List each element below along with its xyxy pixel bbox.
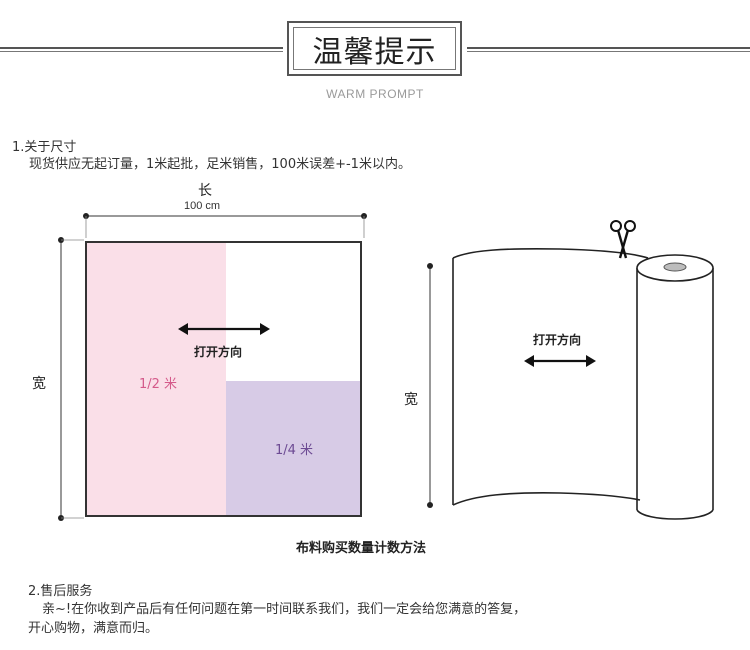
page-subtitle: WARM PROMPT xyxy=(326,87,424,101)
double-arrow-icon xyxy=(524,355,596,367)
fabric-square: 1/2 米 1/4 米 xyxy=(85,241,362,517)
open-direction-label-right: 打开方向 xyxy=(533,333,582,347)
header-rule-left-thin xyxy=(0,51,283,52)
open-direction-label-left: 打开方向 xyxy=(194,345,243,359)
title-frame-inner: 温馨提示 xyxy=(293,27,456,70)
section2-line2: 开心购物，满意而归。 xyxy=(28,621,159,636)
width-label-left: 宽 xyxy=(32,376,46,392)
half-meter-label: 1/2 米 xyxy=(139,377,178,392)
header-rule-left xyxy=(0,47,283,49)
width-label-right: 宽 xyxy=(404,392,418,408)
double-arrow-icon xyxy=(178,323,270,335)
length-label: 长 xyxy=(198,183,212,199)
section1-body: 现货供应无起订量，1米起批，足米销售，100米误差+-1米以内。 xyxy=(29,157,411,172)
section2-heading: 2.售后服务 xyxy=(28,584,93,599)
quarter-meter-region xyxy=(226,381,360,515)
title-frame: 温馨提示 xyxy=(287,21,462,76)
header-rule-right-thin xyxy=(467,51,750,52)
diagram-caption: 布料购买数量计数方法 xyxy=(296,541,427,556)
quarter-meter-label: 1/4 米 xyxy=(275,443,314,458)
length-value: 100 cm xyxy=(184,200,221,212)
scissors-icon xyxy=(610,220,636,259)
header-rule-right xyxy=(467,47,750,49)
page-title: 温馨提示 xyxy=(312,34,437,70)
section1-heading: 1.关于尺寸 xyxy=(12,140,77,155)
half-meter-region xyxy=(87,243,226,515)
section2-line1: 亲~!在你收到产品后有任何问题在第一时间联系我们，我们一定会给您满意的答复， xyxy=(42,602,527,617)
